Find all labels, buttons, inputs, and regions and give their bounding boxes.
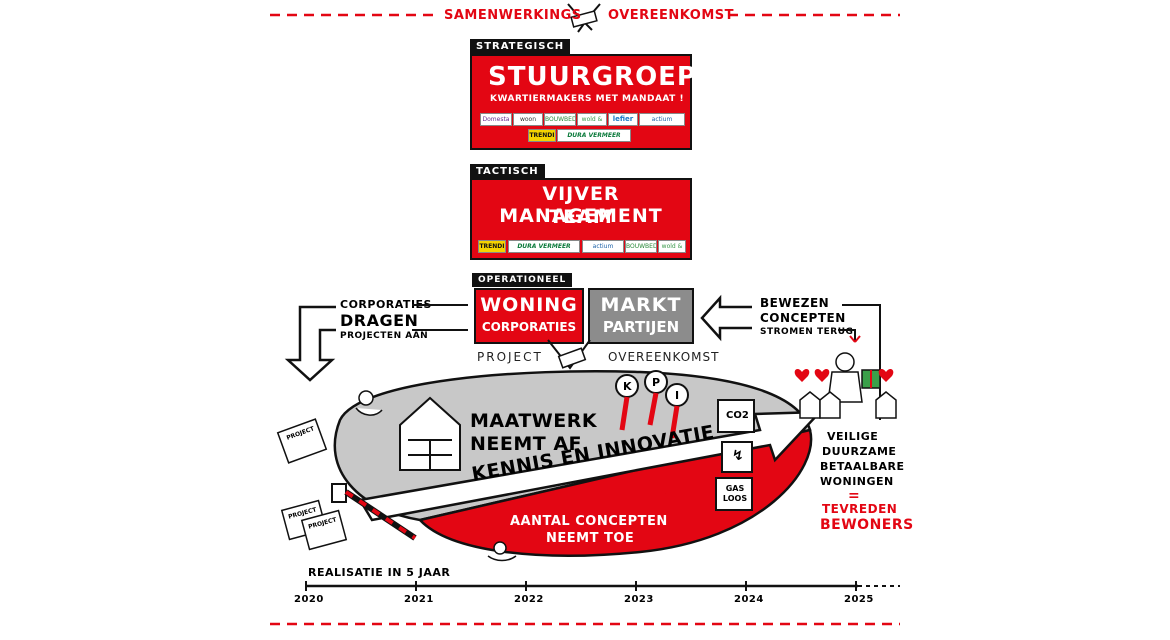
marktpartijen-box: MARKT PARTIJEN [588,288,694,344]
woning-line1: WONING [480,294,578,316]
year-2023: 2023 [624,594,654,605]
strategic-tag: STRATEGISCH [470,39,571,54]
stuurgroep-panel: STUURGROEP KWARTIERMAKERS MET MANDAAT ! … [470,54,696,150]
logo-trendi: TRENDI [478,240,506,253]
house-icon [399,396,461,471]
banner-left-text: SAMENWERKINGS [444,8,582,23]
concepts-line2: NEEMT TOE [546,531,635,546]
stuurgroep-subtitle: KWARTIERMAKERS MET MANDAAT ! [490,94,685,104]
timeline-label: REALISATIE IN 5 JAAR [308,566,451,579]
cube-gasloos-label: GAS LOOS [722,484,748,503]
kpi-letter-k: K [623,380,632,393]
vmt-panel: VIJVER MANAGEMENT TEAM TRENDI DURA VERME… [470,178,692,260]
outcome-line2: DUURZAME [822,445,897,458]
logo-domesta: Domesta [480,113,512,126]
cubes [715,399,755,511]
right-flow-arrow [700,294,752,342]
cube-co2-label: CO2 [726,410,749,421]
swimmer-figures [355,390,670,562]
timeline-ticks [305,581,857,591]
year-2022: 2022 [514,594,544,605]
outcome-line3: BETAALBARE [820,460,905,473]
logo-wold-waard: wold & waard [658,240,686,253]
year-2020: 2020 [294,594,324,605]
project-cards [276,418,348,551]
barrier-gate [331,483,417,541]
left-note-line3: PROJECTEN AAN [340,331,429,341]
pond-red [417,428,813,557]
banner-right-text: OVEREENKOMST [608,8,735,23]
agreement-left-text: PROJECT [477,350,543,364]
outcome-equals: = [848,488,861,504]
logo-bouwbedrijf: BOUWBEDRIJF [544,113,576,126]
vmt-title-line1: VIJVER MANAGEMENT [499,183,663,227]
outcome-line4: WONINGEN [820,475,894,488]
year-2025: 2025 [844,594,874,605]
logo-duravermeer: DURA VERMEER [508,240,580,253]
logo-wold-waard: wold & waard [577,113,607,126]
markt-line2: PARTIJEN [602,318,680,336]
vmt-title-line2: TEAM [549,206,613,228]
agreement-right-text: OVEREENKOMST [608,350,720,364]
kpi-thermometers [615,370,689,439]
woningcorporaties-box: WONING CORPORATIES [474,288,584,344]
right-note-line2: CONCEPTEN [760,311,846,325]
concepts-line1: AANTAL CONCEPTEN [510,514,668,529]
maatwerk-line1: MAATWERK [470,410,598,432]
woning-line2: CORPORATIES [481,320,577,334]
houses-row [799,391,897,419]
operational-tag: OPERATIONEEL [472,273,573,287]
kpi-letter-i: I [675,389,680,402]
outcome-line1: VEILIGE [827,430,879,443]
logo-duravermeer: DURA VERMEER [557,129,631,142]
stuurgroep-title: STUURGROEP [488,62,697,92]
heart-icons [794,369,894,382]
maatwerk-line2: NEEMT AF [470,433,583,455]
right-note-line3: STROMEN TERUG [760,327,854,337]
logo-actium: actium [639,113,685,126]
resident-figure [827,352,881,403]
logo-actium: actium [582,240,624,253]
year-2021: 2021 [404,594,434,605]
cube-energy-label: ↯ [732,448,744,464]
outcome-result-line2: BEWONERS [820,517,914,533]
left-note-line1: CORPORATIES [340,298,432,311]
year-2024: 2024 [734,594,764,605]
tactical-tag: TACTISCH [470,164,545,179]
logo-lefier: lefier [608,113,638,126]
right-note-line1: BEWEZEN [760,296,830,310]
left-note-line2: DRAGEN [340,311,419,330]
innovation-arrow [357,410,823,522]
left-flow-arrow [284,305,336,382]
outcome-result-line1: TEVREDEN [822,502,898,516]
logo-trendi: TRENDI [528,129,556,142]
kpi-letter-p: P [652,376,661,389]
markt-line1: MARKT [600,294,682,316]
logo-woonconcept: woon concept [513,113,543,126]
logo-bouwbedrijf: BOUWBEDRIJF [625,240,657,253]
